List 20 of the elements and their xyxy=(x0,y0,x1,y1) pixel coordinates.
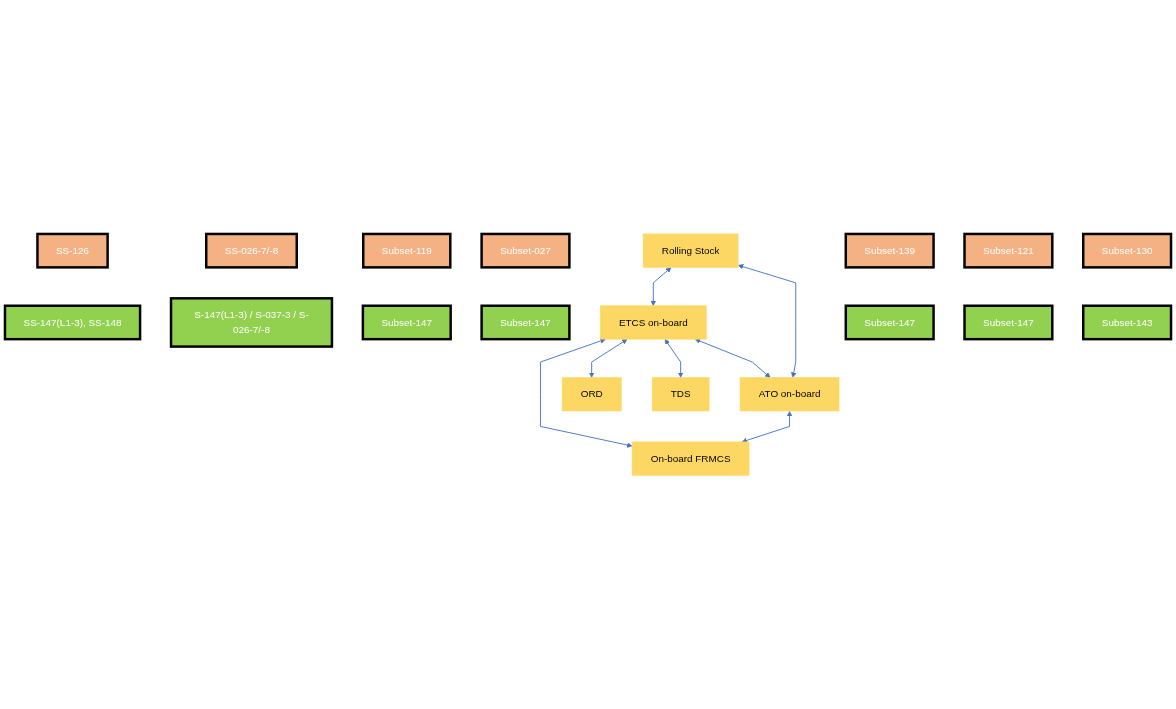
node-box: S-147(L1-3) / S-037-3 / S-026-7/-8 xyxy=(169,296,334,348)
node-box: Subset-147 xyxy=(844,304,935,341)
node-box: ATO on-board xyxy=(739,377,840,412)
node-box: Subset-147 xyxy=(480,304,571,341)
node-box: SS-126 xyxy=(36,232,109,269)
node-box: Subset-147 xyxy=(963,304,1054,341)
node-box: Subset-147 xyxy=(361,304,452,341)
node-box: ETCS on-board xyxy=(600,305,707,340)
node-box: Subset-143 xyxy=(1082,304,1173,341)
node-box: Subset-130 xyxy=(1082,232,1173,269)
node-box: Subset-027 xyxy=(480,232,571,269)
node-box: Subset-119 xyxy=(362,232,452,269)
node-box: Rolling Stock xyxy=(642,233,739,268)
node-box: Subset-121 xyxy=(963,232,1054,269)
node-box: SS-147(L1-3), SS-148 xyxy=(3,304,142,341)
node-box: TDS xyxy=(651,377,710,412)
node-box: SS-026-7/-8 xyxy=(205,232,298,269)
node-box: ORD xyxy=(561,377,622,412)
node-box: On-board FRMCS xyxy=(631,441,750,476)
node-box: Subset-139 xyxy=(844,232,935,269)
